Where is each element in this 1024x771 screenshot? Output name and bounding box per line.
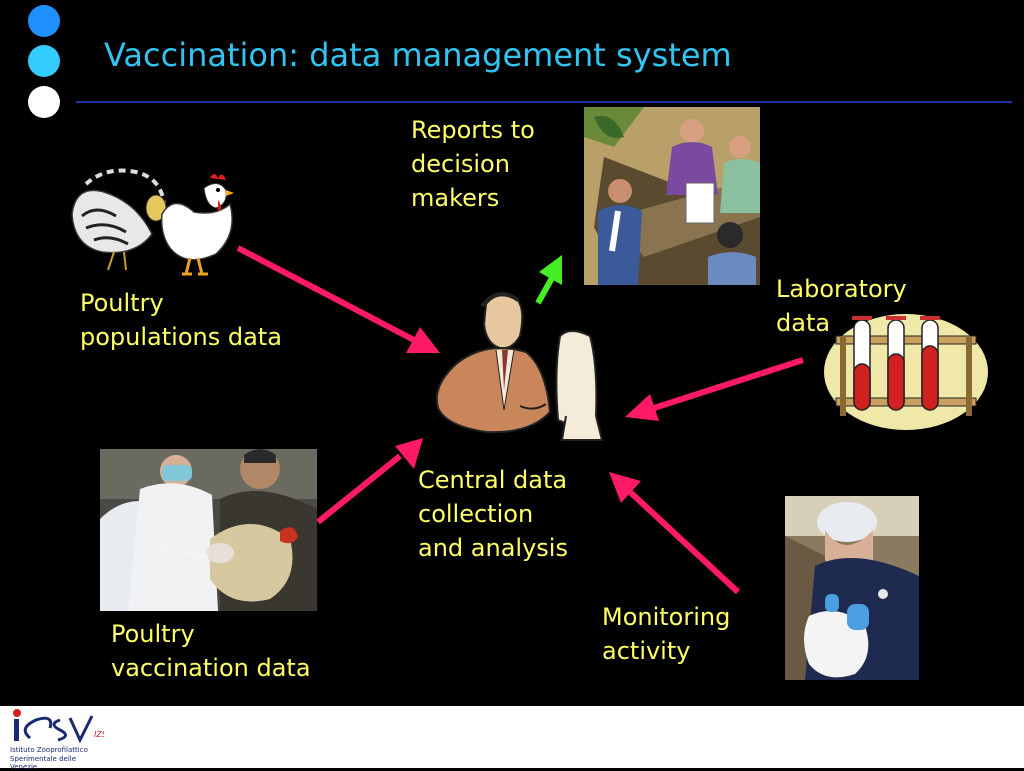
bullet-dot-cyan: [28, 45, 60, 77]
label-poultry-vaccination-data: Poultry vaccination data: [111, 617, 311, 685]
analyst-at-computer-illustration: [436, 292, 604, 441]
logo-mark-graphic: [13, 709, 94, 744]
meeting-illustration: [584, 107, 760, 285]
label-line: Central data: [418, 466, 568, 494]
test-tubes-illustration: [824, 314, 988, 430]
logo-line-2: Sperimentale delle Venezie: [10, 755, 77, 771]
label-poultry-populations-data: Poultry populations data: [80, 286, 282, 354]
label-monitoring-activity: Monitoring activity: [602, 600, 730, 668]
slide-title: Vaccination: data management system: [104, 36, 732, 74]
bullet-dot-blue: [28, 5, 60, 37]
label-line: makers: [411, 184, 500, 212]
arrow-central-to-reports: [535, 255, 562, 305]
logo-line-1: Istituto Zooprofilattico: [10, 746, 88, 754]
label-line: vaccination data: [111, 654, 311, 682]
label-line: Poultry: [80, 289, 164, 317]
label-line: activity: [602, 637, 691, 665]
label-line: populations data: [80, 323, 282, 351]
label-line: Laboratory: [776, 275, 907, 303]
label-reports-to-decision-makers: Reports to decision makers: [411, 113, 535, 215]
label-line: decision: [411, 150, 510, 178]
label-line: collection: [418, 500, 534, 528]
arrow-laboratory-to-central: [625, 357, 804, 421]
label-line: Monitoring: [602, 603, 731, 631]
slide-footer: IZSVe Istituto Zooprofilattico Speriment…: [0, 706, 1024, 771]
arrow-vaccination-to-central: [316, 438, 423, 525]
label-line: Reports to: [411, 116, 535, 144]
monitoring-photo: [785, 496, 919, 680]
poultry-illustration: [71, 168, 234, 276]
arrow-poultry-populations-to-central: [236, 245, 440, 353]
arrow-monitoring-to-central: [609, 472, 741, 595]
logo: IZSVe Istituto Zooprofilattico Speriment…: [8, 708, 104, 771]
label-line: and analysis: [418, 534, 568, 562]
vaccination-photo: [100, 449, 317, 611]
label-laboratory-data: Laboratory data: [776, 272, 907, 340]
label-central-data-collection: Central data collection and analysis: [418, 463, 568, 565]
logo-mark-text: IZSVe: [94, 730, 104, 739]
title-divider: [76, 101, 1012, 103]
label-line: data: [776, 309, 831, 337]
label-line: Poultry: [111, 620, 195, 648]
bullet-dot-white: [28, 86, 60, 118]
